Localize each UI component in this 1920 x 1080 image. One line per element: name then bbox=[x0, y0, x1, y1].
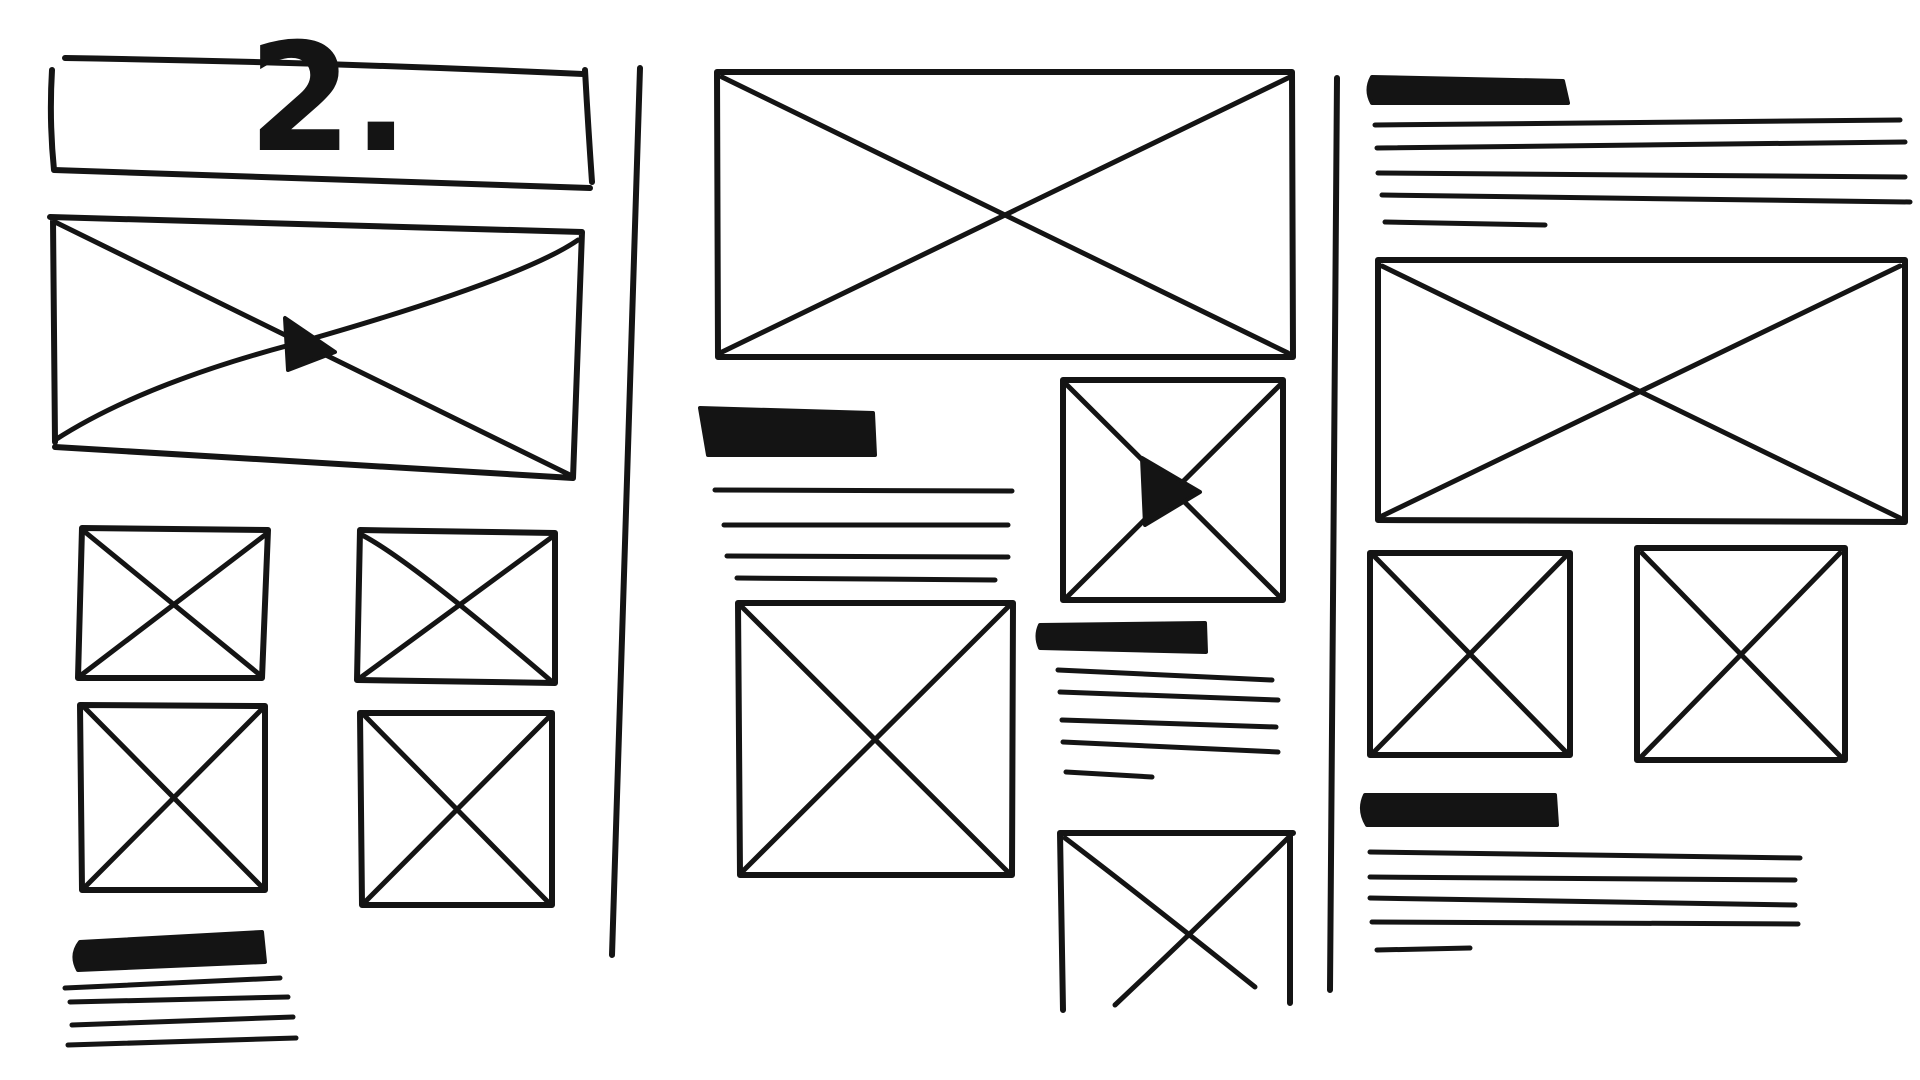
page-number: 2. bbox=[248, 12, 409, 186]
image-grid bbox=[1367, 545, 1848, 763]
image-placeholder bbox=[1057, 830, 1296, 1013]
text-line bbox=[1059, 717, 1279, 730]
text-block bbox=[62, 930, 299, 1048]
text-line bbox=[1372, 117, 1903, 128]
image-grid bbox=[75, 525, 558, 908]
text-line bbox=[712, 487, 1015, 494]
text-block bbox=[1366, 75, 1913, 228]
text-line bbox=[1375, 170, 1908, 180]
text-line bbox=[1382, 219, 1548, 228]
text-line bbox=[1367, 874, 1798, 883]
image-placeholder bbox=[735, 600, 1016, 878]
heading-bar bbox=[1035, 621, 1208, 654]
text-line bbox=[724, 553, 1011, 560]
text-line bbox=[1367, 849, 1803, 861]
play-icon[interactable] bbox=[1140, 456, 1202, 527]
header-box: 2. bbox=[47, 12, 595, 191]
image-placeholder bbox=[1367, 550, 1573, 758]
image-placeholder bbox=[75, 525, 271, 681]
image-placeholder bbox=[77, 702, 268, 893]
text-line bbox=[62, 975, 283, 991]
video-placeholder[interactable] bbox=[1060, 377, 1286, 603]
image-placeholder bbox=[1634, 545, 1848, 763]
text-line bbox=[1374, 945, 1473, 953]
right-column bbox=[1360, 75, 1913, 953]
text-line bbox=[734, 575, 998, 583]
text-line bbox=[67, 994, 291, 1005]
text-line bbox=[65, 1035, 299, 1048]
text-block bbox=[1360, 793, 1803, 953]
column-divider bbox=[609, 65, 643, 958]
image-placeholder bbox=[357, 710, 555, 908]
left-column: 2. bbox=[47, 12, 595, 1048]
text-line bbox=[1374, 139, 1908, 151]
text-line bbox=[1367, 895, 1798, 908]
article-text-block bbox=[698, 406, 1015, 583]
column-divider bbox=[1327, 75, 1340, 993]
text-line bbox=[1057, 689, 1281, 703]
hero-image-placeholder bbox=[714, 69, 1296, 360]
text-line bbox=[1063, 769, 1155, 780]
text-line bbox=[1379, 192, 1913, 205]
image-placeholder bbox=[354, 527, 558, 686]
text-line bbox=[1055, 667, 1275, 683]
heading-bar bbox=[698, 406, 877, 457]
heading-bar bbox=[1366, 75, 1570, 105]
heading-bar bbox=[72, 930, 267, 972]
middle-column bbox=[698, 69, 1296, 1013]
image-placeholder bbox=[1375, 257, 1908, 525]
text-line bbox=[1369, 919, 1801, 927]
text-block bbox=[1035, 621, 1281, 780]
text-line bbox=[69, 1014, 296, 1028]
video-placeholder[interactable] bbox=[47, 214, 585, 481]
heading-bar bbox=[1360, 793, 1559, 827]
play-icon[interactable] bbox=[283, 316, 337, 372]
text-line bbox=[1060, 739, 1281, 755]
